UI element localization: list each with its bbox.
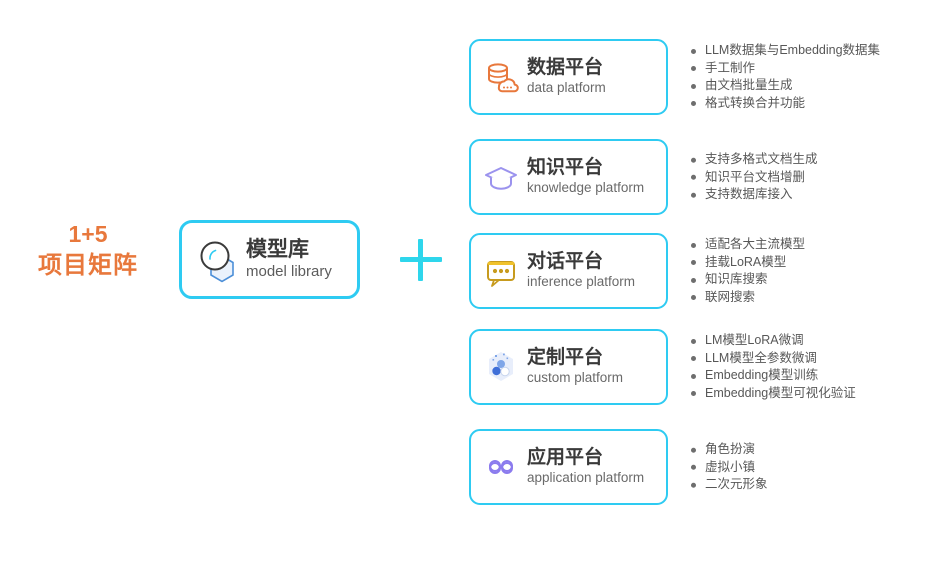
platform-row-custom: 定制平台 custom platform LM模型LoRA微调 LLM模型全参数… bbox=[469, 329, 929, 405]
list-item: 知识库搜索 bbox=[691, 271, 805, 289]
list-item: 手工制作 bbox=[691, 60, 880, 78]
platform-bullets-data: LLM数据集与Embedding数据集 手工制作 由文档批量生成 格式转换合并功… bbox=[691, 42, 880, 112]
platform-card-application-text: 应用平台 application platform bbox=[527, 447, 644, 488]
platform-card-inference-text: 对话平台 inference platform bbox=[527, 251, 635, 292]
sphere-hexagon-icon bbox=[192, 234, 244, 286]
graduation-cap-icon bbox=[481, 157, 521, 197]
molecule-hexagon-icon bbox=[481, 347, 521, 387]
database-cloud-icon bbox=[481, 57, 521, 97]
platform-card-application[interactable]: 应用平台 application platform bbox=[469, 429, 668, 505]
platform-bullets-inference: 适配各大主流模型 挂载LoRA模型 知识库搜索 联网搜索 bbox=[691, 236, 805, 306]
platform-card-custom[interactable]: 定制平台 custom platform bbox=[469, 329, 668, 405]
list-item: 联网搜索 bbox=[691, 289, 805, 307]
list-item: 支持多格式文档生成 bbox=[691, 151, 818, 169]
list-item: 支持数据库接入 bbox=[691, 186, 818, 204]
platform-title-en: inference platform bbox=[527, 274, 636, 290]
platform-title-en: custom platform bbox=[527, 370, 624, 386]
platform-title-en: knowledge platform bbox=[527, 180, 645, 196]
plus-icon bbox=[400, 239, 442, 281]
platform-title-en: data platform bbox=[527, 80, 606, 96]
list-item: 由文档批量生成 bbox=[691, 77, 880, 95]
platform-card-knowledge-text: 知识平台 knowledge platform bbox=[527, 157, 644, 198]
project-matrix-line1: 1+5 bbox=[68, 221, 108, 247]
project-matrix-line2: 项目矩阵 bbox=[38, 252, 138, 280]
speech-bubble-icon bbox=[481, 251, 521, 291]
platform-title-en: application platform bbox=[527, 470, 645, 486]
platform-row-inference: 对话平台 inference platform 适配各大主流模型 挂载LoRA模… bbox=[469, 233, 929, 309]
model-library-title-en: model library bbox=[246, 263, 332, 281]
platform-title-cn: 对话平台 bbox=[527, 250, 604, 272]
platform-title-cn: 知识平台 bbox=[527, 156, 604, 178]
platform-card-knowledge[interactable]: 知识平台 knowledge platform bbox=[469, 139, 668, 215]
platform-bullets-knowledge: 支持多格式文档生成 知识平台文档增删 支持数据库接入 bbox=[691, 151, 818, 204]
list-item: LLM数据集与Embedding数据集 bbox=[691, 42, 880, 60]
list-item: 格式转换合并功能 bbox=[691, 95, 880, 113]
platform-bullets-custom: LM模型LoRA微调 LLM模型全参数微调 Embedding模型训练 Embe… bbox=[691, 332, 856, 402]
clover-four-circles-icon bbox=[481, 447, 521, 487]
platform-card-data[interactable]: 数据平台 data platform bbox=[469, 39, 668, 115]
platform-title-cn: 数据平台 bbox=[527, 56, 604, 78]
list-item: LM模型LoRA微调 bbox=[691, 332, 856, 350]
list-item: 二次元形象 bbox=[691, 476, 768, 494]
platform-card-custom-text: 定制平台 custom platform bbox=[527, 347, 623, 388]
model-library-card[interactable]: 模型库 model library bbox=[179, 220, 360, 299]
model-library-title-cn: 模型库 bbox=[246, 237, 309, 261]
list-item: 虚拟小镇 bbox=[691, 458, 768, 476]
list-item: Embedding模型可视化验证 bbox=[691, 385, 856, 403]
list-item: 知识平台文档增删 bbox=[691, 168, 818, 186]
project-matrix-label: 1+5 项目矩阵 bbox=[18, 220, 158, 282]
platform-bullets-application: 角色扮演 虚拟小镇 二次元形象 bbox=[691, 441, 768, 494]
platform-row-data: 数据平台 data platform LLM数据集与Embedding数据集 手… bbox=[469, 39, 929, 115]
list-item: 适配各大主流模型 bbox=[691, 236, 805, 254]
platform-title-cn: 应用平台 bbox=[527, 446, 604, 468]
platform-title-cn: 定制平台 bbox=[527, 346, 604, 368]
list-item: LLM模型全参数微调 bbox=[691, 350, 856, 368]
list-item: 挂载LoRA模型 bbox=[691, 254, 805, 272]
platform-card-data-text: 数据平台 data platform bbox=[527, 57, 606, 98]
platform-card-inference[interactable]: 对话平台 inference platform bbox=[469, 233, 668, 309]
model-library-text: 模型库 model library bbox=[246, 238, 332, 282]
list-item: 角色扮演 bbox=[691, 441, 768, 459]
platform-row-knowledge: 知识平台 knowledge platform 支持多格式文档生成 知识平台文档… bbox=[469, 139, 929, 215]
list-item: Embedding模型训练 bbox=[691, 367, 856, 385]
platform-row-application: 应用平台 application platform 角色扮演 虚拟小镇 二次元形… bbox=[469, 429, 929, 505]
